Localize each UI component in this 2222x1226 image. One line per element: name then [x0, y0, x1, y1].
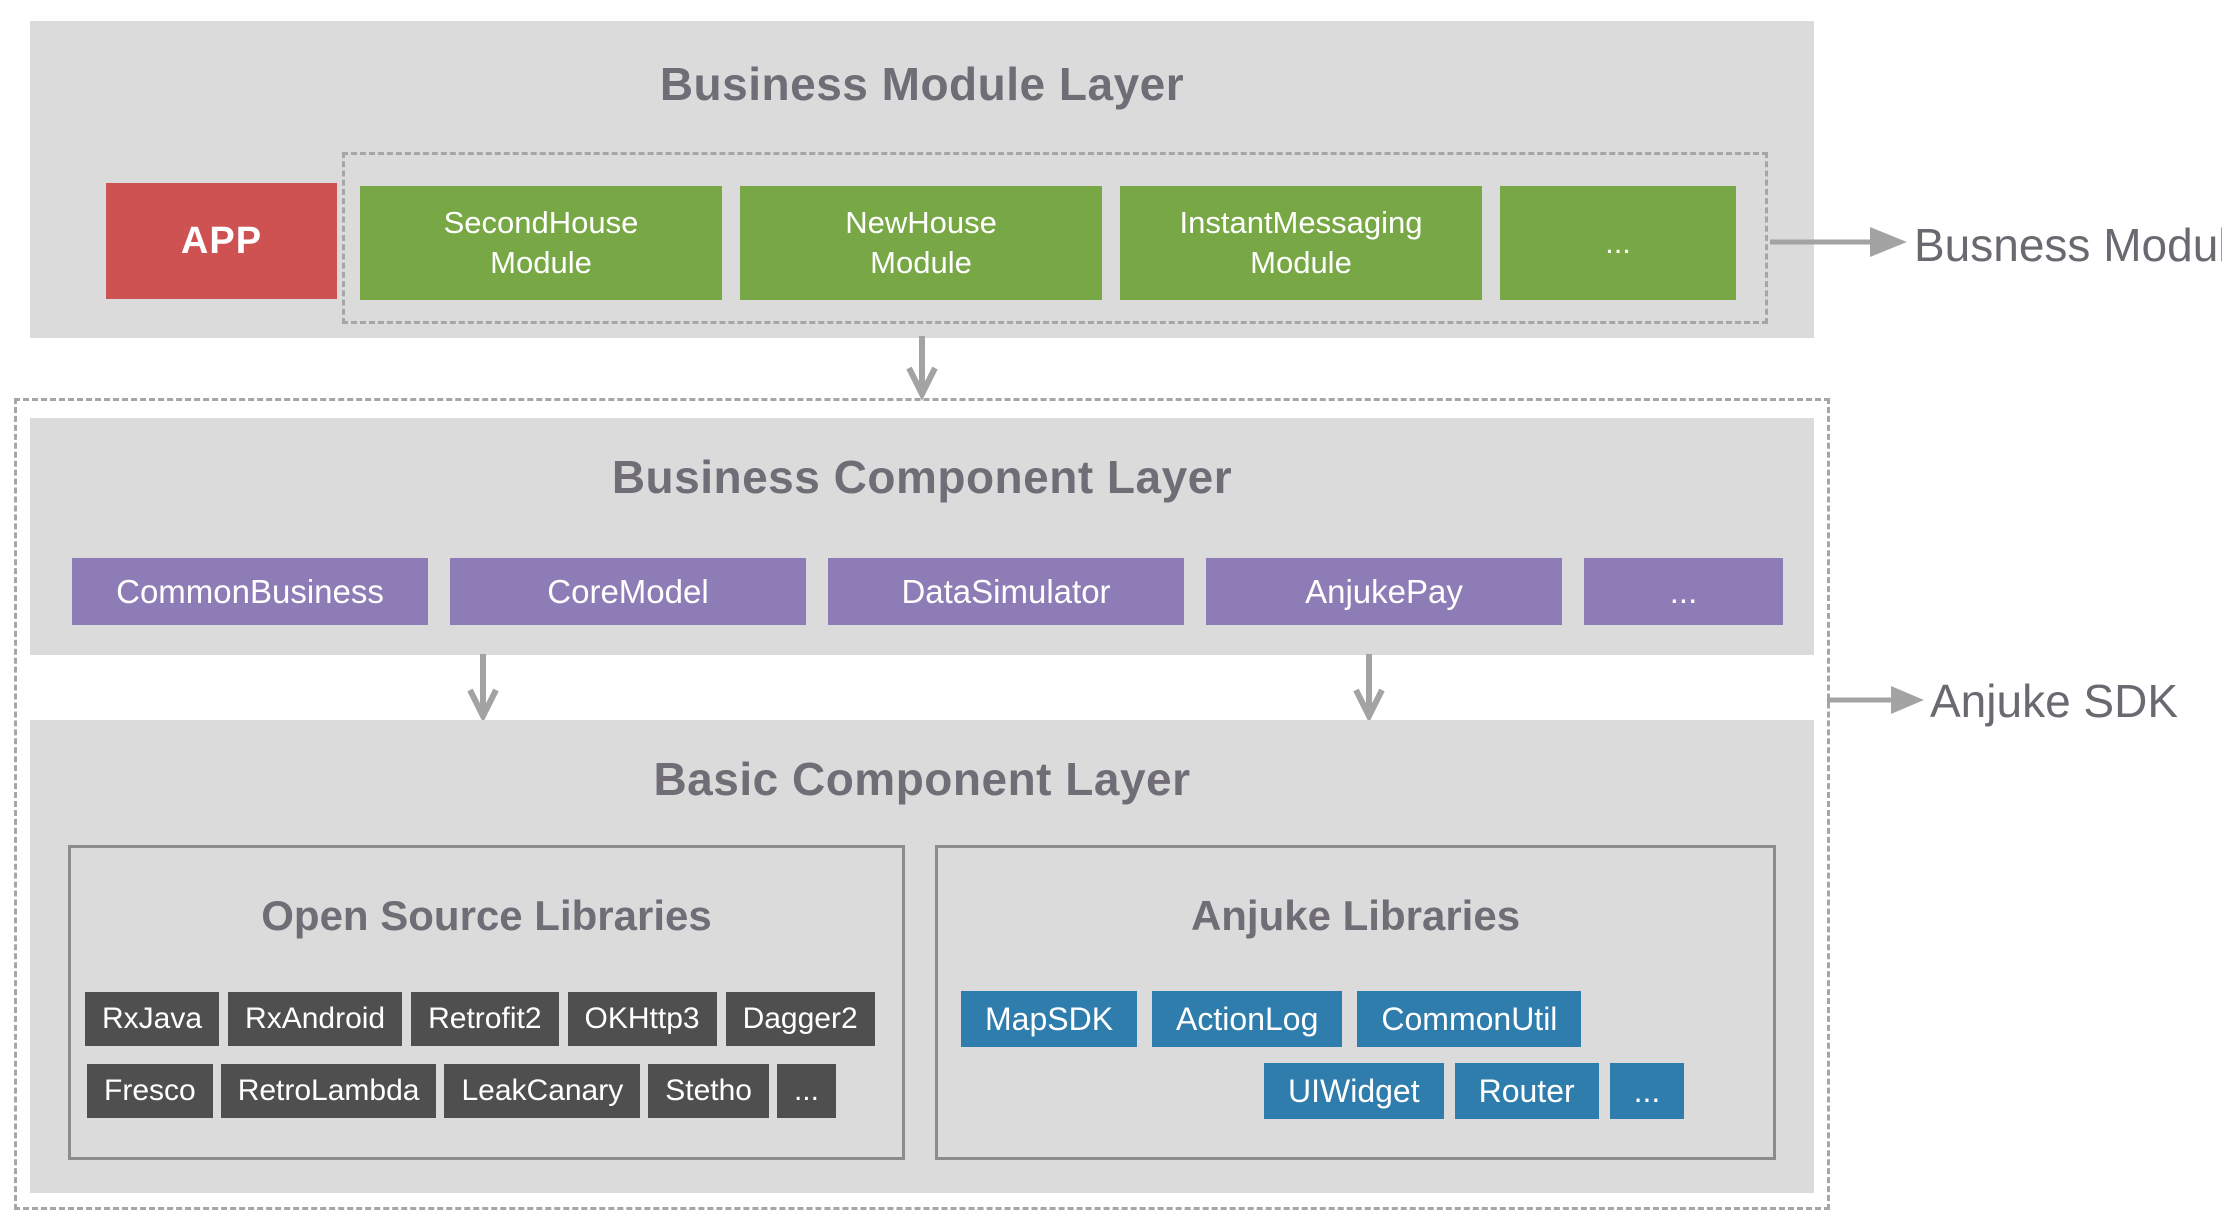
business-components-row: CommonBusiness CoreModel DataSimulator A…: [72, 558, 1783, 625]
anjuke-libraries-group: Anjuke Libraries MapSDK ActionLog Common…: [935, 845, 1776, 1160]
basic-component-layer-title: Basic Component Layer: [653, 753, 1191, 805]
business-module-layer-title: Business Module Layer: [659, 58, 1185, 110]
lib-ellipsis: ...: [1609, 1063, 1685, 1119]
lib-dagger2: Dagger2: [725, 992, 875, 1046]
anjuke-sdk-side-label: Anjuke SDK: [1930, 675, 2179, 727]
lib-uiwidget: UIWidget: [1264, 1063, 1444, 1119]
component-commonbusiness: CommonBusiness: [72, 558, 428, 625]
business-modules-side-label: Busness Modules: [1914, 219, 2222, 271]
right-arrow-icon: [1827, 686, 1924, 714]
lib-fresco: Fresco: [87, 1064, 213, 1118]
module-secondhouse: SecondHouse Module: [360, 186, 722, 300]
lib-rxandroid: RxAndroid: [228, 992, 403, 1046]
lib-okhttp3: OKHttp3: [567, 992, 717, 1046]
anjuke-sdk-dashed-group: [14, 398, 1830, 1210]
open-source-libraries-title: Open Source Libraries: [261, 892, 712, 939]
basic-component-layer: Basic Component Layer Open Source Librar…: [30, 720, 1814, 1193]
component-ellipsis: ...: [1584, 558, 1783, 625]
business-modules-row: SecondHouse Module NewHouse Module Insta…: [360, 186, 1736, 300]
open-source-row-1: RxJava RxAndroid Retrofit2 OKHttp3 Dagge…: [85, 992, 875, 1046]
business-component-layer-title: Business Component Layer: [611, 451, 1233, 503]
down-arrow-icon: [906, 336, 938, 401]
anjuke-libraries-title: Anjuke Libraries: [1190, 892, 1521, 939]
app-box: APP: [106, 183, 337, 299]
lib-ellipsis: ...: [776, 1064, 836, 1118]
right-arrow-icon: [1770, 227, 1907, 257]
module-instantmessaging: InstantMessaging Module: [1120, 186, 1482, 300]
anjuke-row-1: MapSDK ActionLog CommonUtil: [961, 991, 1582, 1047]
lib-stetho: Stetho: [648, 1064, 769, 1118]
anjuke-row-2: UIWidget Router ...: [1264, 1063, 1685, 1119]
business-component-layer: Business Component Layer CommonBusiness …: [30, 418, 1814, 655]
lib-retrolambda: RetroLambda: [220, 1064, 437, 1118]
lib-router: Router: [1454, 1063, 1599, 1119]
lib-commonutil: CommonUtil: [1357, 991, 1582, 1047]
module-ellipsis: ...: [1500, 186, 1736, 300]
down-arrow-icon: [467, 654, 499, 723]
lib-retrofit2: Retrofit2: [411, 992, 559, 1046]
open-source-libraries-group: Open Source Libraries RxJava RxAndroid R…: [68, 845, 905, 1160]
open-source-row-2: Fresco RetroLambda LeakCanary Stetho ...: [87, 1064, 836, 1118]
lib-actionlog: ActionLog: [1152, 991, 1343, 1047]
lib-mapsdk: MapSDK: [961, 991, 1138, 1047]
down-arrow-icon: [1353, 654, 1385, 723]
lib-leakcanary: LeakCanary: [444, 1064, 641, 1118]
business-module-layer: Business Module Layer APP SecondHouse Mo…: [30, 21, 1814, 338]
module-newhouse: NewHouse Module: [740, 186, 1102, 300]
component-coremodel: CoreModel: [450, 558, 806, 625]
component-datasimulator: DataSimulator: [828, 558, 1184, 625]
lib-rxjava: RxJava: [85, 992, 220, 1046]
component-anjukepay: AnjukePay: [1206, 558, 1562, 625]
business-modules-dashed-group: [342, 152, 1768, 324]
